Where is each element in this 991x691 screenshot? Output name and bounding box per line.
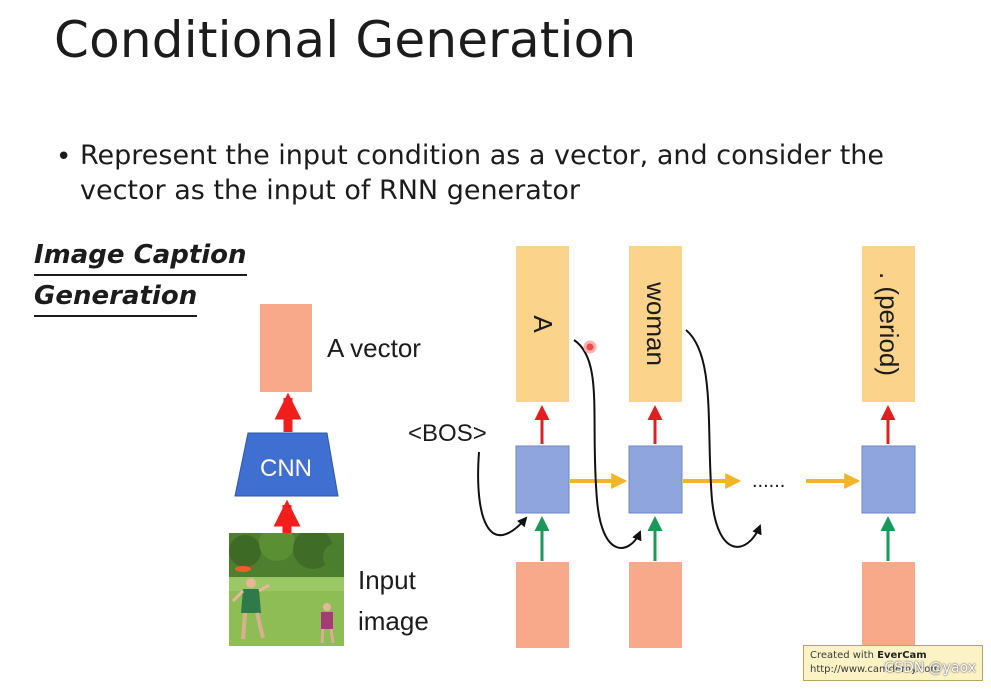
feedback-curve-2 — [685, 329, 762, 548]
evercam-watermark: Created with EverCam http://www.camdemy.… — [803, 645, 983, 681]
vector-box — [260, 304, 312, 392]
bullet-text: Represent the input condition as a vecto… — [80, 140, 885, 206]
watermark-url: http://www.camdemy.com — [810, 664, 941, 675]
output-box-2 — [629, 246, 682, 402]
vector-label: A vector — [327, 333, 421, 363]
output-box-1 — [516, 246, 569, 402]
section-label-line1: Image Caption — [34, 238, 247, 276]
slide-title: Conditional Generation — [54, 11, 637, 69]
cnn-label: CNN — [260, 455, 312, 482]
output-box-3 — [862, 246, 915, 402]
watermark-brand: EverCam — [877, 650, 927, 661]
output-word-3: . (period) — [874, 272, 904, 376]
input-photo — [229, 533, 344, 646]
section-label-line2: Generation — [34, 279, 198, 317]
cursor-dot-icon — [583, 340, 597, 354]
rnn-cell-2 — [628, 445, 683, 514]
input-box-1 — [516, 562, 569, 648]
output-word-1: A — [528, 315, 558, 333]
watermark-credit: CSDN @yaox — [884, 660, 976, 676]
bullet-marker: • — [56, 142, 72, 172]
output-word-2: woman — [641, 281, 671, 366]
bos-feedback-curve — [477, 451, 528, 537]
ellipsis: ...... — [752, 470, 785, 492]
feedback-curve-1 — [573, 339, 642, 549]
input-image-label-line1: Input — [358, 565, 417, 595]
cnn-block — [234, 432, 339, 497]
input-image-label-line2: image — [358, 606, 429, 636]
photo-image-icon — [229, 533, 344, 646]
bos-label: <BOS> — [408, 420, 487, 447]
input-box-2 — [629, 562, 682, 648]
watermark-created-prefix: Created with — [810, 650, 878, 661]
rnn-cell-3 — [861, 445, 916, 514]
rnn-cell-1 — [515, 445, 570, 514]
input-box-3 — [862, 562, 915, 648]
